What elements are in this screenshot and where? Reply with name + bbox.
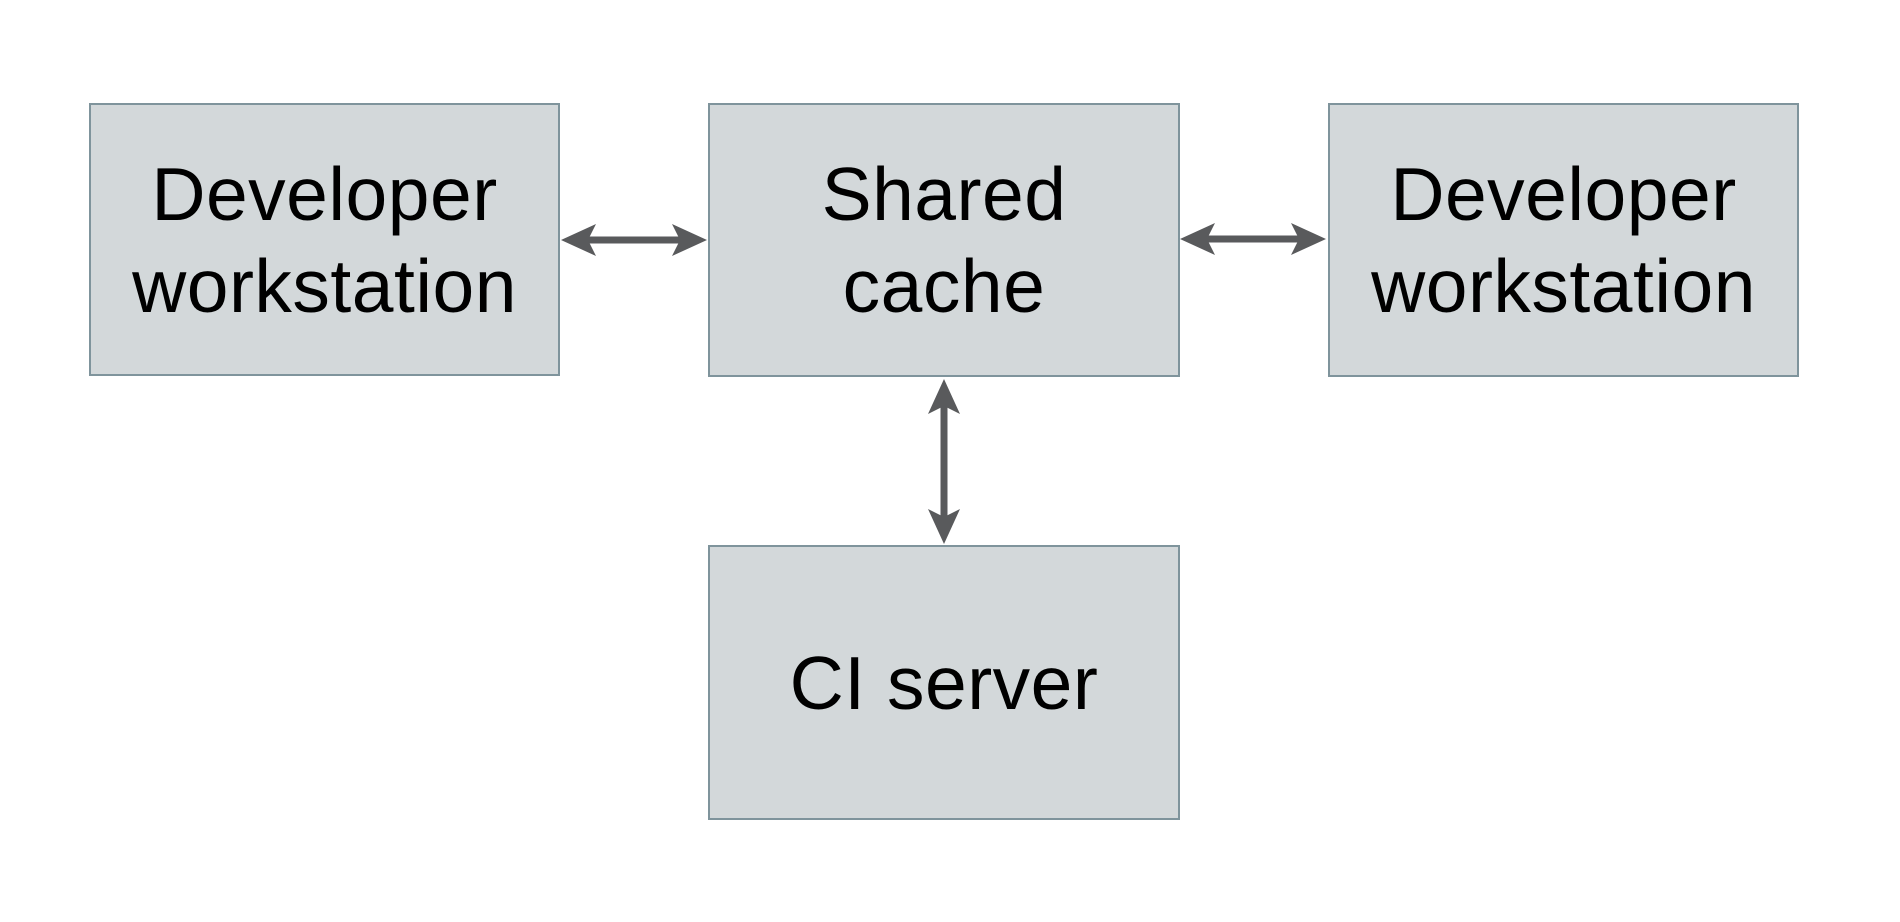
node-ci-server: CI server (708, 545, 1180, 820)
bidirectional-arrow-cache-ci-server (922, 378, 966, 545)
node-label: Developer workstation (1371, 152, 1756, 328)
double-arrow-icon (928, 379, 960, 544)
node-label: Developer workstation (132, 151, 517, 328)
double-arrow-icon (1180, 223, 1326, 255)
node-shared-cache: Shared cache (708, 103, 1180, 377)
bidirectional-arrow-left-workstation-cache (560, 218, 708, 262)
node-developer-workstation-right: Developer workstation (1328, 103, 1799, 377)
double-arrow-icon (561, 224, 707, 256)
node-developer-workstation-left: Developer workstation (89, 103, 560, 376)
node-label: CI server (789, 640, 1099, 725)
node-label: Shared cache (821, 152, 1067, 328)
bidirectional-arrow-cache-right-workstation (1179, 217, 1327, 261)
